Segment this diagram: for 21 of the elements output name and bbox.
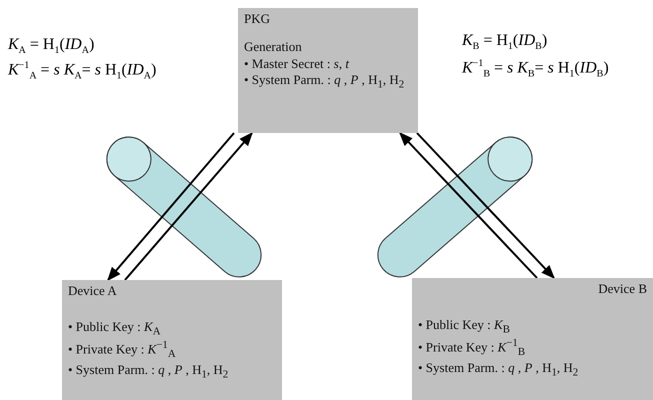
formula: K$_{B}$ = H$_{1}$(ID$_{B}$) [462, 32, 548, 52]
heading: PKG [244, 11, 272, 28]
formula: K$^{−1}$$_{B}$ = s K$_{B}$= s H$_{1}$(ID$_{B}$) [462, 58, 609, 80]
device-box [238, 8, 418, 133]
list-item: • Master Secret : s, t [244, 56, 350, 72]
list-item: • System Parm. : q , P , H$_{1}$, H$_{2}$ [68, 362, 230, 382]
arrow [107, 132, 235, 282]
list-item: • Public Key : K$_{B}$ [418, 317, 511, 338]
arrow [124, 132, 253, 281]
list-item: • Public Key : K$_{A}$ [68, 319, 162, 340]
heading: Device B [597, 281, 647, 298]
list-item: • System Parm. : q , P , H$_{1}$, H$_{2}$ [244, 72, 406, 92]
heading: Generation [244, 39, 303, 56]
formula: K$^{−1}$$_{A}$ = s K$_{A}$= s H$_{1}$(ID$_{A}$) [8, 60, 156, 82]
formula: K$_{A}$ = H$_{1}$(ID$_{A}$) [8, 36, 94, 56]
arrow [399, 132, 538, 279]
arrow [416, 132, 555, 280]
device-box [412, 278, 653, 400]
heading: Device A [68, 283, 118, 300]
list-item: • System Parm. : q , P , H$_{1}$, H$_{2}$ [418, 360, 580, 380]
device-box [62, 280, 282, 400]
